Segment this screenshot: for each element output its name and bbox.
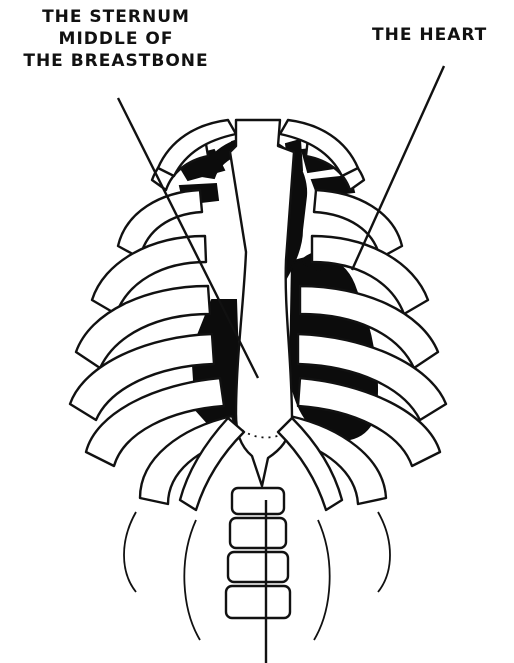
vertebra-1 [232, 488, 284, 514]
vertebra-3 [228, 552, 288, 582]
left-floating-rib [124, 512, 136, 592]
right-floating-rib [378, 512, 390, 592]
spine [226, 488, 290, 618]
right-lower-rib-curve [314, 520, 330, 640]
vertebra-2 [230, 518, 286, 548]
left-lower-rib-curve [184, 520, 200, 640]
vertebra-4 [226, 586, 290, 618]
